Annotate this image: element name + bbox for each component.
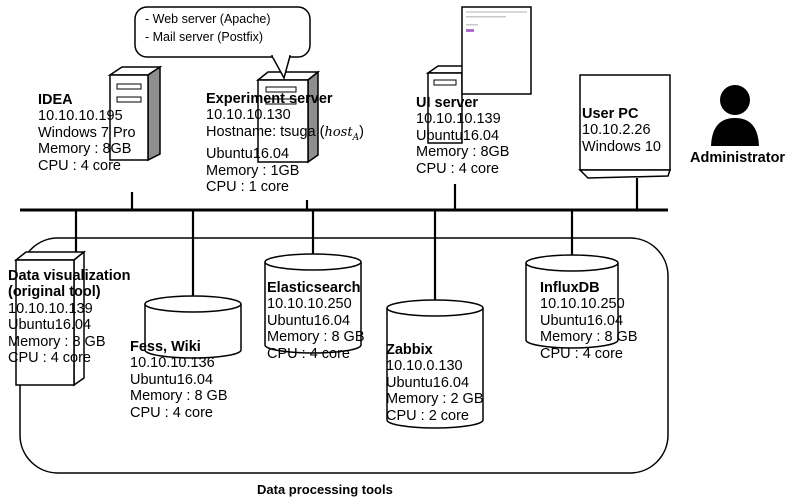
services-bubble-text: - Web server (Apache) - Mail server (Pos… [145,10,271,46]
experiment-server-info: Experiment server 10.10.10.130 Hostname:… [206,91,364,195]
dataviz-cpu: CPU : 4 core [8,350,91,367]
experiment-memory: Memory : 1GB [206,162,300,179]
data-visualization-info: Data visualization (original tool) 10.10… [8,268,130,366]
experiment-cpu: CPU : 1 core [206,178,289,195]
zabbix-title: Zabbix [386,342,433,358]
idea-ip: 10.10.10.195 [38,108,123,125]
fess-memory: Memory : 8 GB [130,388,228,405]
elastic-ip: 10.10.10.250 [267,296,352,313]
user-pc-ip: 10.10.2.26 [582,122,651,139]
fess-wiki-database-icon [144,295,242,359]
zabbix-database-icon [386,299,484,429]
data-processing-tools-label: Data processing tools [257,482,393,497]
experiment-hostname: Hostname: tsuga (hostA) [206,124,364,146]
ui-title: UI server [416,95,479,111]
zabbix-cpu: CPU : 2 core [386,407,469,424]
zabbix-info: Zabbix 10.10.0.130 Ubuntu16.04 Memory : … [386,342,484,424]
idea-server-icon [107,65,163,162]
hostname-prefix: Hostname: tsuga ( [206,123,325,140]
fess-cpu: CPU : 4 core [130,404,213,421]
data-visualization-server-icon [13,250,87,387]
influx-memory: Memory : 8 GB [540,329,638,346]
dataviz-os: Ubuntu16.04 [8,317,92,334]
dataviz-title-2: (original tool) [8,284,101,301]
experiment-title: Experiment server [206,91,333,107]
fess-title: Fess, Wiki [130,339,201,355]
zabbix-ip: 10.10.0.130 [386,358,463,375]
elastic-memory: Memory : 8 GB [267,329,365,346]
experiment-ip: 10.10.10.130 [206,107,291,124]
influx-os: Ubuntu16.04 [540,312,624,329]
experiment-server-icon [255,70,321,164]
elastic-title: Elasticsearch [267,280,361,296]
dataviz-memory: Memory : 8 GB [8,333,106,350]
ui-screenshot-thumbnail [461,6,532,95]
influx-ip: 10.10.10.250 [540,296,625,313]
services-bubble [134,6,311,80]
fess-wiki-info: Fess, Wiki 10.10.10.136 Ubuntu16.04 Memo… [130,339,228,421]
elasticsearch-database-icon [264,253,362,354]
influxdb-info: InfluxDB 10.10.10.250 Ubuntu16.04 Memory… [540,280,638,362]
idea-memory: Memory : 8GB [38,141,132,158]
ui-os: Ubuntu16.04 [416,127,500,144]
user-pc-os: Windows 10 [582,138,661,155]
influx-cpu: CPU : 4 core [540,345,623,362]
influx-title: InfluxDB [540,280,600,296]
fess-ip: 10.10.10.136 [130,355,215,372]
hostname-suffix: ) [359,123,364,140]
experiment-os: Ubuntu16.04 [206,146,290,163]
dataviz-ip: 10.10.10.139 [8,300,93,317]
user-pc-info: User PC 10.10.2.26 Windows 10 [582,106,661,155]
idea-os: Windows 7 Pro [38,124,136,141]
zabbix-memory: Memory : 2 GB [386,391,484,408]
administrator-person-icon [711,85,759,146]
user-pc-title: User PC [582,106,639,122]
elasticsearch-info: Elasticsearch 10.10.10.250 Ubuntu16.04 M… [267,280,365,362]
ui-memory: Memory : 8GB [416,144,510,161]
zabbix-os: Ubuntu16.04 [386,374,470,391]
idea-cpu: CPU : 4 core [38,157,121,174]
elastic-os: Ubuntu16.04 [267,312,351,329]
user-pc-monitor-icon [578,74,672,179]
ui-server-icon [425,65,475,144]
fess-os: Ubuntu16.04 [130,371,214,388]
hostname-var: host [324,124,353,140]
dataviz-title-1: Data visualization [8,268,131,284]
bubble-line-mail: - Mail server (Postfix) [145,30,264,44]
ui-ip: 10.10.10.139 [416,111,501,128]
administrator-label: Administrator [690,150,786,166]
bubble-line-web: - Web server (Apache) [145,12,271,26]
influxdb-database-icon [525,254,619,349]
ui-cpu: CPU : 4 core [416,160,499,177]
idea-info: IDEA 10.10.10.195 Windows 7 Pro Memory :… [38,92,136,174]
elastic-cpu: CPU : 4 core [267,345,350,362]
idea-title: IDEA [38,92,73,108]
ui-server-info: UI server 10.10.10.139 Ubuntu16.04 Memor… [416,95,509,177]
hostname-sub: A [352,132,360,143]
